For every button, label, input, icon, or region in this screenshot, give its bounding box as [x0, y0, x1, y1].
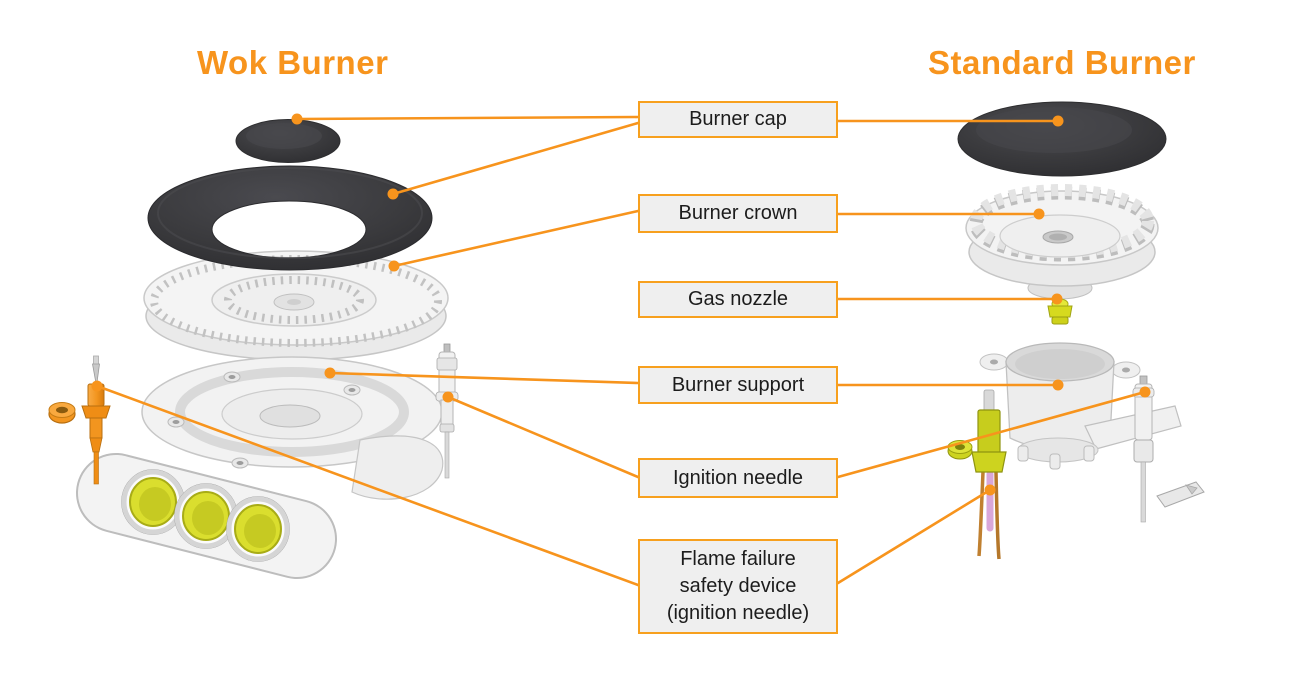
wok-burner-illustration — [48, 119, 459, 579]
standard-ignition-needle — [1132, 375, 1155, 523]
connector-lines — [95, 115, 1147, 587]
standard-mounting-clip — [1156, 481, 1205, 508]
label-flame-failure-safety-device: Flame failure safety device (ignition ne… — [638, 539, 838, 634]
wok-burner-crown — [143, 250, 449, 361]
label-gas-nozzle: Gas nozzle — [638, 281, 838, 318]
standard-flame-failure-device — [947, 389, 1007, 560]
connector-dots — [91, 113, 1151, 496]
standard-gas-nozzle — [1047, 298, 1073, 325]
label-burner-cap: Burner cap — [638, 101, 838, 138]
wok-flame-failure-device — [48, 355, 111, 485]
standard-burner-title: Standard Burner — [928, 44, 1196, 81]
standard-burner-crown — [965, 184, 1159, 300]
wok-burner-title: Wok Burner — [197, 44, 389, 81]
label-burner-support: Burner support — [638, 366, 838, 404]
wok-burner-support — [76, 356, 444, 579]
wok-burner-crown-ring — [147, 165, 433, 271]
standard-burner-cap — [957, 101, 1167, 177]
wok-venturi-openings — [121, 469, 290, 562]
standard-burner-illustration — [947, 101, 1205, 560]
label-burner-crown: Burner crown — [638, 194, 838, 233]
wok-burner-cap — [235, 119, 341, 163]
label-ignition-needle: Ignition needle — [638, 458, 838, 498]
